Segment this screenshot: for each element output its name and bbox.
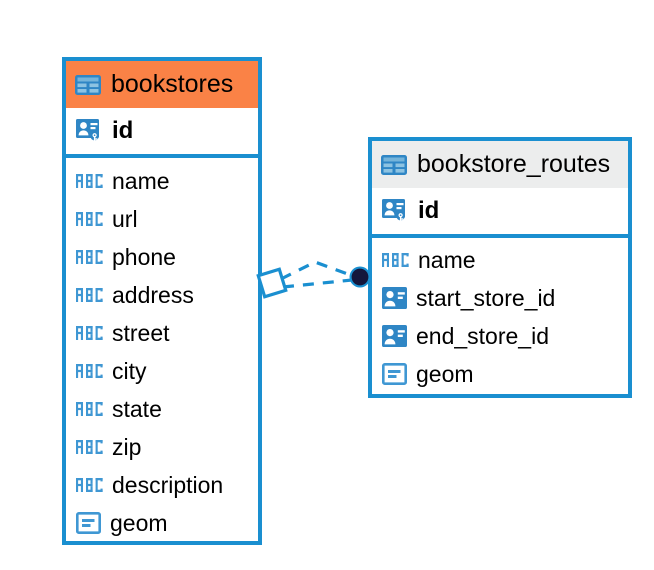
field-row-routes-name[interactable]: name [372, 241, 628, 279]
field-label-name: name [112, 167, 170, 194]
field-label-zip: zip [112, 433, 142, 460]
field-label-url: url [112, 205, 138, 232]
field-row-id[interactable]: id [66, 108, 258, 154]
entity-bookstore-routes-header[interactable]: bookstore_routes [372, 141, 628, 188]
field-label-routes-name: name [418, 246, 476, 273]
foreign-key-icon [382, 287, 407, 309]
entity-bookstore-routes-fields: name start_store_id [372, 238, 628, 398]
field-row-start-store-id[interactable]: start_store_id [372, 279, 628, 317]
field-row-routes-id[interactable]: id [372, 188, 628, 234]
field-row-street[interactable]: street [66, 314, 258, 352]
text-abc-icon [76, 364, 103, 378]
field-label-start-store-id: start_store_id [416, 284, 556, 311]
field-label-routes-geom: geom [416, 360, 474, 387]
field-row-name[interactable]: name [66, 162, 258, 200]
text-abc-icon [76, 440, 103, 454]
field-row-address[interactable]: address [66, 276, 258, 314]
primary-key-icon [382, 199, 405, 222]
text-abc-icon [76, 478, 103, 492]
field-label-state: state [112, 395, 162, 422]
geometry-icon [382, 363, 407, 385]
foreign-key-icon [382, 325, 407, 347]
entity-bookstore-routes[interactable]: bookstore_routes id [368, 137, 632, 398]
field-label-routes-id: id [418, 197, 440, 224]
relationship-line-upper [280, 260, 354, 281]
relationship-line-lower [282, 278, 353, 289]
field-row-url[interactable]: url [66, 200, 258, 238]
field-row-state[interactable]: state [66, 390, 258, 428]
field-label-id: id [112, 117, 134, 144]
text-abc-icon [76, 288, 103, 302]
entity-bookstores-header[interactable]: bookstores [66, 61, 258, 108]
field-label-geom: geom [110, 509, 168, 536]
relationship-source-diamond [256, 267, 288, 299]
field-row-geom[interactable]: geom [66, 504, 258, 542]
entity-bookstores-pk-section: id [66, 108, 258, 158]
field-label-city: city [112, 357, 147, 384]
entity-bookstores-fields: name url [66, 158, 258, 548]
field-row-zip[interactable]: zip [66, 428, 258, 466]
entity-bookstores[interactable]: bookstores id [62, 57, 262, 545]
field-row-description[interactable]: description [66, 466, 258, 504]
entity-bookstore-routes-title: bookstore_routes [417, 150, 611, 178]
field-label-end-store-id: end_store_id [416, 322, 549, 349]
text-abc-icon [76, 212, 103, 226]
field-row-city[interactable]: city [66, 352, 258, 390]
field-label-address: address [112, 281, 194, 308]
field-row-phone[interactable]: phone [66, 238, 258, 276]
text-abc-icon [76, 402, 103, 416]
primary-key-icon [76, 119, 99, 142]
field-label-street: street [112, 319, 170, 346]
text-abc-icon [76, 174, 103, 188]
text-abc-icon [382, 253, 409, 267]
field-label-description: description [112, 471, 224, 498]
field-row-routes-geom[interactable]: geom [372, 355, 628, 393]
field-row-end-store-id[interactable]: end_store_id [372, 317, 628, 355]
table-icon [75, 74, 101, 95]
table-icon [381, 154, 407, 175]
field-label-phone: phone [112, 243, 176, 270]
entity-bookstores-title: bookstores [111, 70, 234, 98]
entity-bookstore-routes-pk-section: id [372, 188, 628, 238]
geometry-icon [76, 512, 101, 534]
text-abc-icon [76, 250, 103, 264]
text-abc-icon [76, 326, 103, 340]
